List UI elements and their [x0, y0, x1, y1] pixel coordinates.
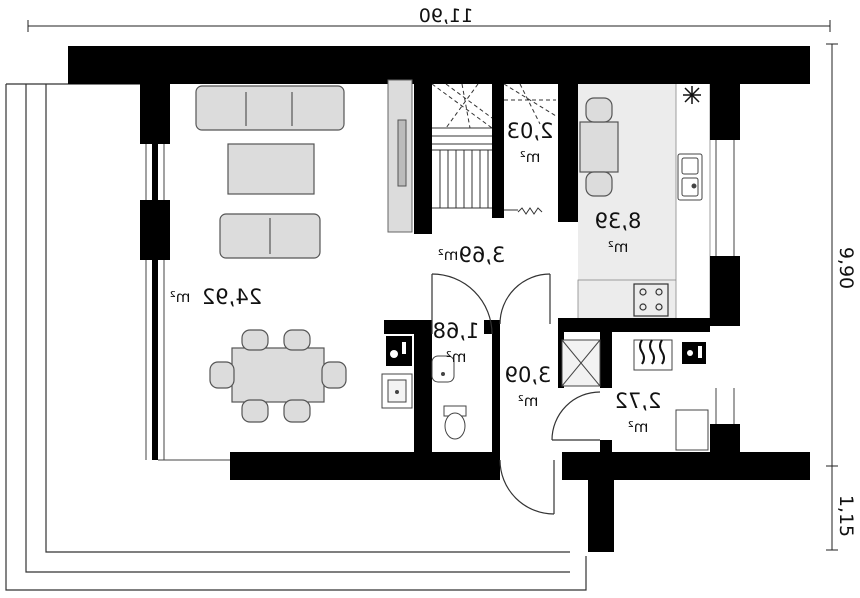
- unit-kitchen: m²: [608, 238, 629, 256]
- room-labels: 11,90 24,92 m² 2,03 m² 8,39 m² 3,69 m² 1…: [170, 5, 662, 436]
- unit-vestibule: m²: [518, 392, 539, 410]
- unit-storage: m²: [520, 148, 541, 166]
- dining-set: [209, 329, 347, 423]
- area-hall: 3,69: [459, 243, 506, 267]
- unit-wc: m²: [446, 348, 467, 366]
- windows: [145, 140, 735, 461]
- area-wc: 1,68: [433, 319, 480, 343]
- sofa-small: [219, 213, 321, 259]
- kitchen-sink: [677, 153, 703, 201]
- dimension-depth: 9,90: [835, 247, 857, 289]
- doors: [431, 273, 601, 515]
- wc-fixtures: [381, 336, 467, 440]
- staircase: [431, 83, 557, 215]
- area-utility: 2,72: [615, 389, 662, 413]
- kitchen-dining: [579, 97, 619, 197]
- sofa-top: [195, 85, 345, 131]
- cooktop-icon: [633, 283, 669, 317]
- terrace-outline: [5, 83, 587, 591]
- wardrobe-panel: [387, 79, 413, 233]
- area-vestibule: 3,09: [505, 363, 552, 387]
- dimension-terrace: 1,15: [835, 495, 857, 537]
- dimension-lines: [27, 20, 838, 551]
- unit-utility: m²: [628, 418, 649, 436]
- area-kitchen: 8,39: [595, 209, 642, 233]
- unit-hall: m²: [438, 246, 459, 264]
- dimension-width: 11,90: [419, 5, 473, 27]
- coffee-table: [227, 143, 315, 195]
- area-living: 24,92: [202, 285, 262, 309]
- unit-living: m²: [170, 288, 191, 306]
- heat-waves-icon: [639, 339, 665, 365]
- walls: [68, 46, 810, 552]
- area-storage: 2,03: [507, 119, 554, 143]
- snowflake-icon: [683, 86, 701, 104]
